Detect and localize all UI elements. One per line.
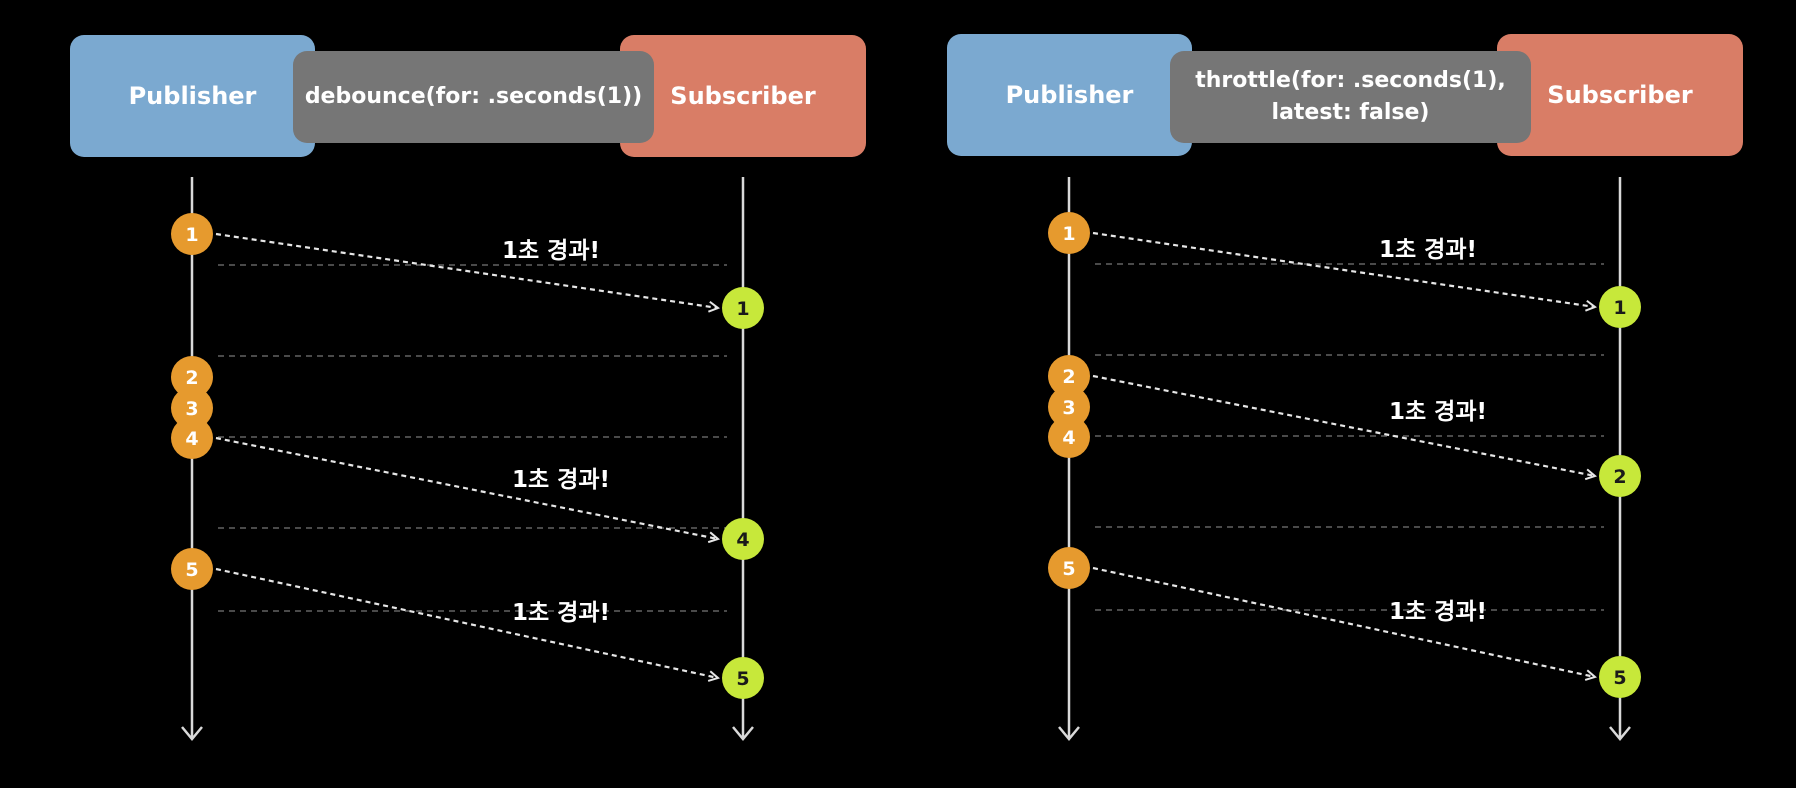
debounce-output-marble-value: 4 bbox=[736, 529, 749, 551]
throttle-subscriber-label: Subscriber bbox=[1547, 81, 1693, 109]
throttle-emission-arrow bbox=[1092, 231, 1595, 307]
throttle-output-marble bbox=[1599, 656, 1641, 698]
throttle-input-marble bbox=[1048, 355, 1090, 397]
debounce-publisher-label: Publisher bbox=[128, 82, 257, 110]
debounce-subscriber-timeline-arrowhead bbox=[732, 726, 754, 741]
throttle-publisher-box: Publisher bbox=[947, 34, 1192, 156]
throttle-input-marble-value: 5 bbox=[1062, 558, 1075, 580]
debounce-arrow-label: 1초 경과! bbox=[512, 467, 610, 493]
debounce-output-marble bbox=[722, 518, 764, 560]
throttle-input-marble bbox=[1048, 547, 1090, 589]
gridlines-layer bbox=[218, 263, 1604, 612]
debounce-publisher-timeline-arrowhead bbox=[181, 726, 203, 741]
throttle-output-marble-value: 1 bbox=[1613, 297, 1626, 319]
throttle-arrow-label: 1초 경과! bbox=[1389, 399, 1487, 425]
throttle-operator-line-1: throttle(for: .seconds(1), bbox=[1195, 68, 1506, 94]
debounce-arrow-label: 1초 경과! bbox=[512, 600, 610, 626]
debounce-subscriber-box: Subscriber bbox=[620, 35, 866, 157]
debounce-emission-arrow bbox=[215, 436, 718, 539]
debounce-emission-arrow bbox=[215, 567, 718, 678]
debounce-input-marble bbox=[171, 356, 213, 398]
debounce-input-marble-value: 3 bbox=[185, 398, 198, 420]
debounce-output-marble-value: 5 bbox=[736, 668, 749, 690]
throttle-publisher-label: Publisher bbox=[1005, 81, 1134, 109]
throttle-input-marble-value: 4 bbox=[1062, 427, 1075, 449]
debounce-operator-line-1: debounce(for: .seconds(1)) bbox=[304, 84, 643, 110]
debounce-emission-arrow bbox=[215, 232, 718, 308]
throttle-output-marble bbox=[1599, 286, 1641, 328]
throttle-input-marble-value: 3 bbox=[1062, 397, 1075, 419]
debounce-publisher-box: Publisher bbox=[70, 35, 315, 157]
debounce-input-marble bbox=[171, 417, 213, 459]
debounce-output-marble bbox=[722, 657, 764, 699]
debounce-input-marble-value: 4 bbox=[185, 428, 198, 450]
debounce-subscriber-label: Subscriber bbox=[670, 82, 816, 110]
marbles-layer: 1 2 3 4 5 1 4 5 1 2 3 4 5 1 2 5 bbox=[171, 212, 1641, 699]
debounce-output-marble bbox=[722, 287, 764, 329]
throttle-subscriber-box: Subscriber bbox=[1497, 34, 1743, 156]
debounce-input-marble bbox=[171, 387, 213, 429]
debounce-input-marble-value: 5 bbox=[185, 559, 198, 581]
debounce-input-marble bbox=[171, 548, 213, 590]
throttle-input-marble bbox=[1048, 386, 1090, 428]
debounce-operator-box: debounce(for: .seconds(1)) bbox=[293, 51, 654, 143]
debounce-input-marble bbox=[171, 213, 213, 255]
throttle-operator-box: throttle(for: .seconds(1), latest: false… bbox=[1170, 51, 1531, 143]
debounce-input-marble-value: 1 bbox=[185, 224, 198, 246]
throttle-arrow-label: 1초 경과! bbox=[1389, 599, 1487, 625]
throttle-emission-arrow bbox=[1092, 566, 1595, 677]
throttle-publisher-timeline-arrowhead bbox=[1058, 726, 1080, 741]
throttle-input-marble-value: 1 bbox=[1062, 223, 1075, 245]
throttle-arrow-label: 1초 경과! bbox=[1379, 237, 1477, 263]
throttle-input-marble bbox=[1048, 416, 1090, 458]
throttle-operator-line-2: latest: false) bbox=[1271, 100, 1430, 125]
throttle-input-marble-value: 2 bbox=[1062, 366, 1075, 388]
arrow-labels-layer: 1초 경과! 1초 경과! 1초 경과! 1초 경과! 1초 경과! 1초 경과! bbox=[502, 237, 1487, 626]
throttle-emission-arrow bbox=[1092, 374, 1595, 476]
throttle-subscriber-timeline-arrowhead bbox=[1609, 726, 1631, 741]
debounce-arrow-label: 1초 경과! bbox=[502, 238, 600, 264]
debounce-output-marble-value: 1 bbox=[736, 298, 749, 320]
debounce-input-marble-value: 2 bbox=[185, 367, 198, 389]
arrows-layer bbox=[215, 231, 1595, 678]
throttle-output-marble bbox=[1599, 455, 1641, 497]
throttle-output-marble-value: 5 bbox=[1613, 667, 1626, 689]
throttle-output-marble-value: 2 bbox=[1613, 466, 1626, 488]
throttle-input-marble bbox=[1048, 212, 1090, 254]
